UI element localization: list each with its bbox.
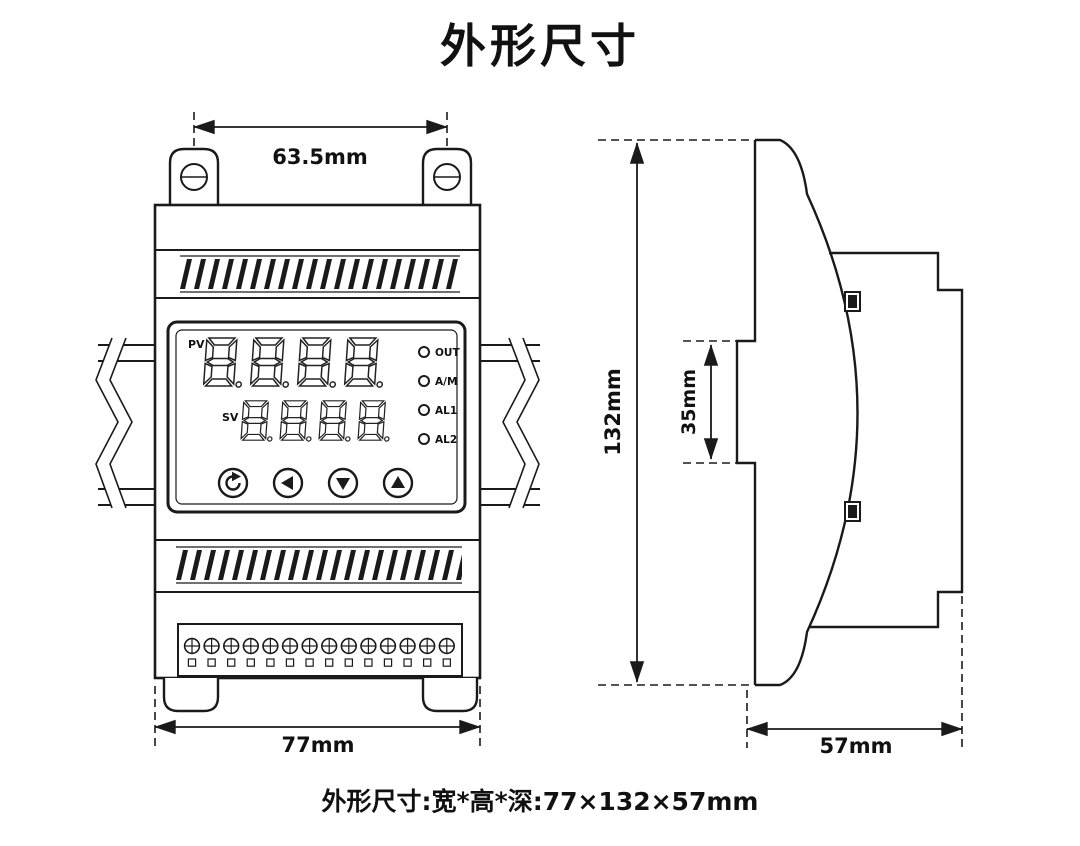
al1-led (418, 404, 430, 416)
left-triangle-icon (281, 476, 293, 490)
terminal-block (177, 623, 463, 677)
rail-break-mask (96, 338, 132, 508)
housing-step-profile (809, 251, 964, 629)
panel-buttons (217, 467, 414, 499)
pv-label: PV (188, 338, 205, 351)
sv-label: SV (222, 411, 239, 424)
display-panel: PV SV OUT A/M (166, 320, 467, 514)
dimension-label-depth: 57mm (820, 734, 893, 758)
front-view: PV SV OUT A/M (95, 108, 540, 757)
up-triangle-icon (391, 476, 405, 488)
mounting-ear (162, 678, 220, 713)
dim-depth: 57mm (746, 596, 963, 758)
din-rail (95, 337, 540, 509)
left-button (272, 467, 304, 499)
mounting-ear (421, 678, 479, 713)
side-view: 132mm 35mm 57mm (598, 138, 964, 758)
latch-clip-fill (848, 505, 857, 518)
latch-clips (844, 291, 861, 522)
rail-break-mask (503, 338, 539, 508)
top-mounting-ears (168, 147, 473, 205)
break-line (95, 337, 119, 509)
page-title: 外形尺寸 (440, 19, 640, 73)
am-led (418, 375, 430, 387)
dimension-label-top-width: 63.5mm (272, 145, 368, 169)
al2-led-label: AL2 (435, 434, 457, 446)
indicator-leds: OUT A/M AL1 AL2 (418, 346, 460, 446)
back-plate-profile (735, 140, 757, 685)
break-line (516, 337, 540, 509)
latch-clip-fill (848, 295, 857, 308)
dimension-summary: 外形尺寸:宽*高*深:77×132×57mm (321, 787, 759, 816)
up-button (382, 467, 414, 499)
dimension-label-height: 132mm (601, 368, 625, 456)
panel-bezel-inner (175, 329, 458, 505)
terminal-strip (177, 623, 463, 677)
panel-bezel (166, 320, 467, 514)
vent-slots-top (180, 255, 460, 293)
break-line (109, 337, 133, 509)
dimension-label-bottom-width: 77mm (282, 733, 355, 757)
dim-height: 132mm (598, 139, 754, 686)
out-led-label: OUT (435, 347, 460, 359)
am-led-label: A/M (435, 376, 457, 388)
dim-rail-clip: 35mm (678, 340, 737, 464)
al2-led (418, 433, 430, 445)
set-button (217, 467, 249, 499)
vent-slat-band (176, 547, 462, 583)
down-button (327, 467, 359, 499)
loop-arrowhead-icon (232, 471, 241, 482)
break-line (502, 337, 526, 509)
dim-bottom-width: 77mm (154, 686, 481, 757)
al1-led-label: AL1 (435, 405, 457, 417)
down-triangle-icon (336, 478, 350, 490)
bottom-mounting-ears (162, 678, 479, 713)
vent-slots-bottom (176, 546, 462, 584)
dim-top-width: 63.5mm (193, 108, 448, 169)
out-led (418, 346, 430, 358)
vent-slat-band (180, 256, 460, 292)
front-curve-profile (755, 138, 859, 687)
dimension-label-rail-clip: 35mm (678, 369, 700, 435)
